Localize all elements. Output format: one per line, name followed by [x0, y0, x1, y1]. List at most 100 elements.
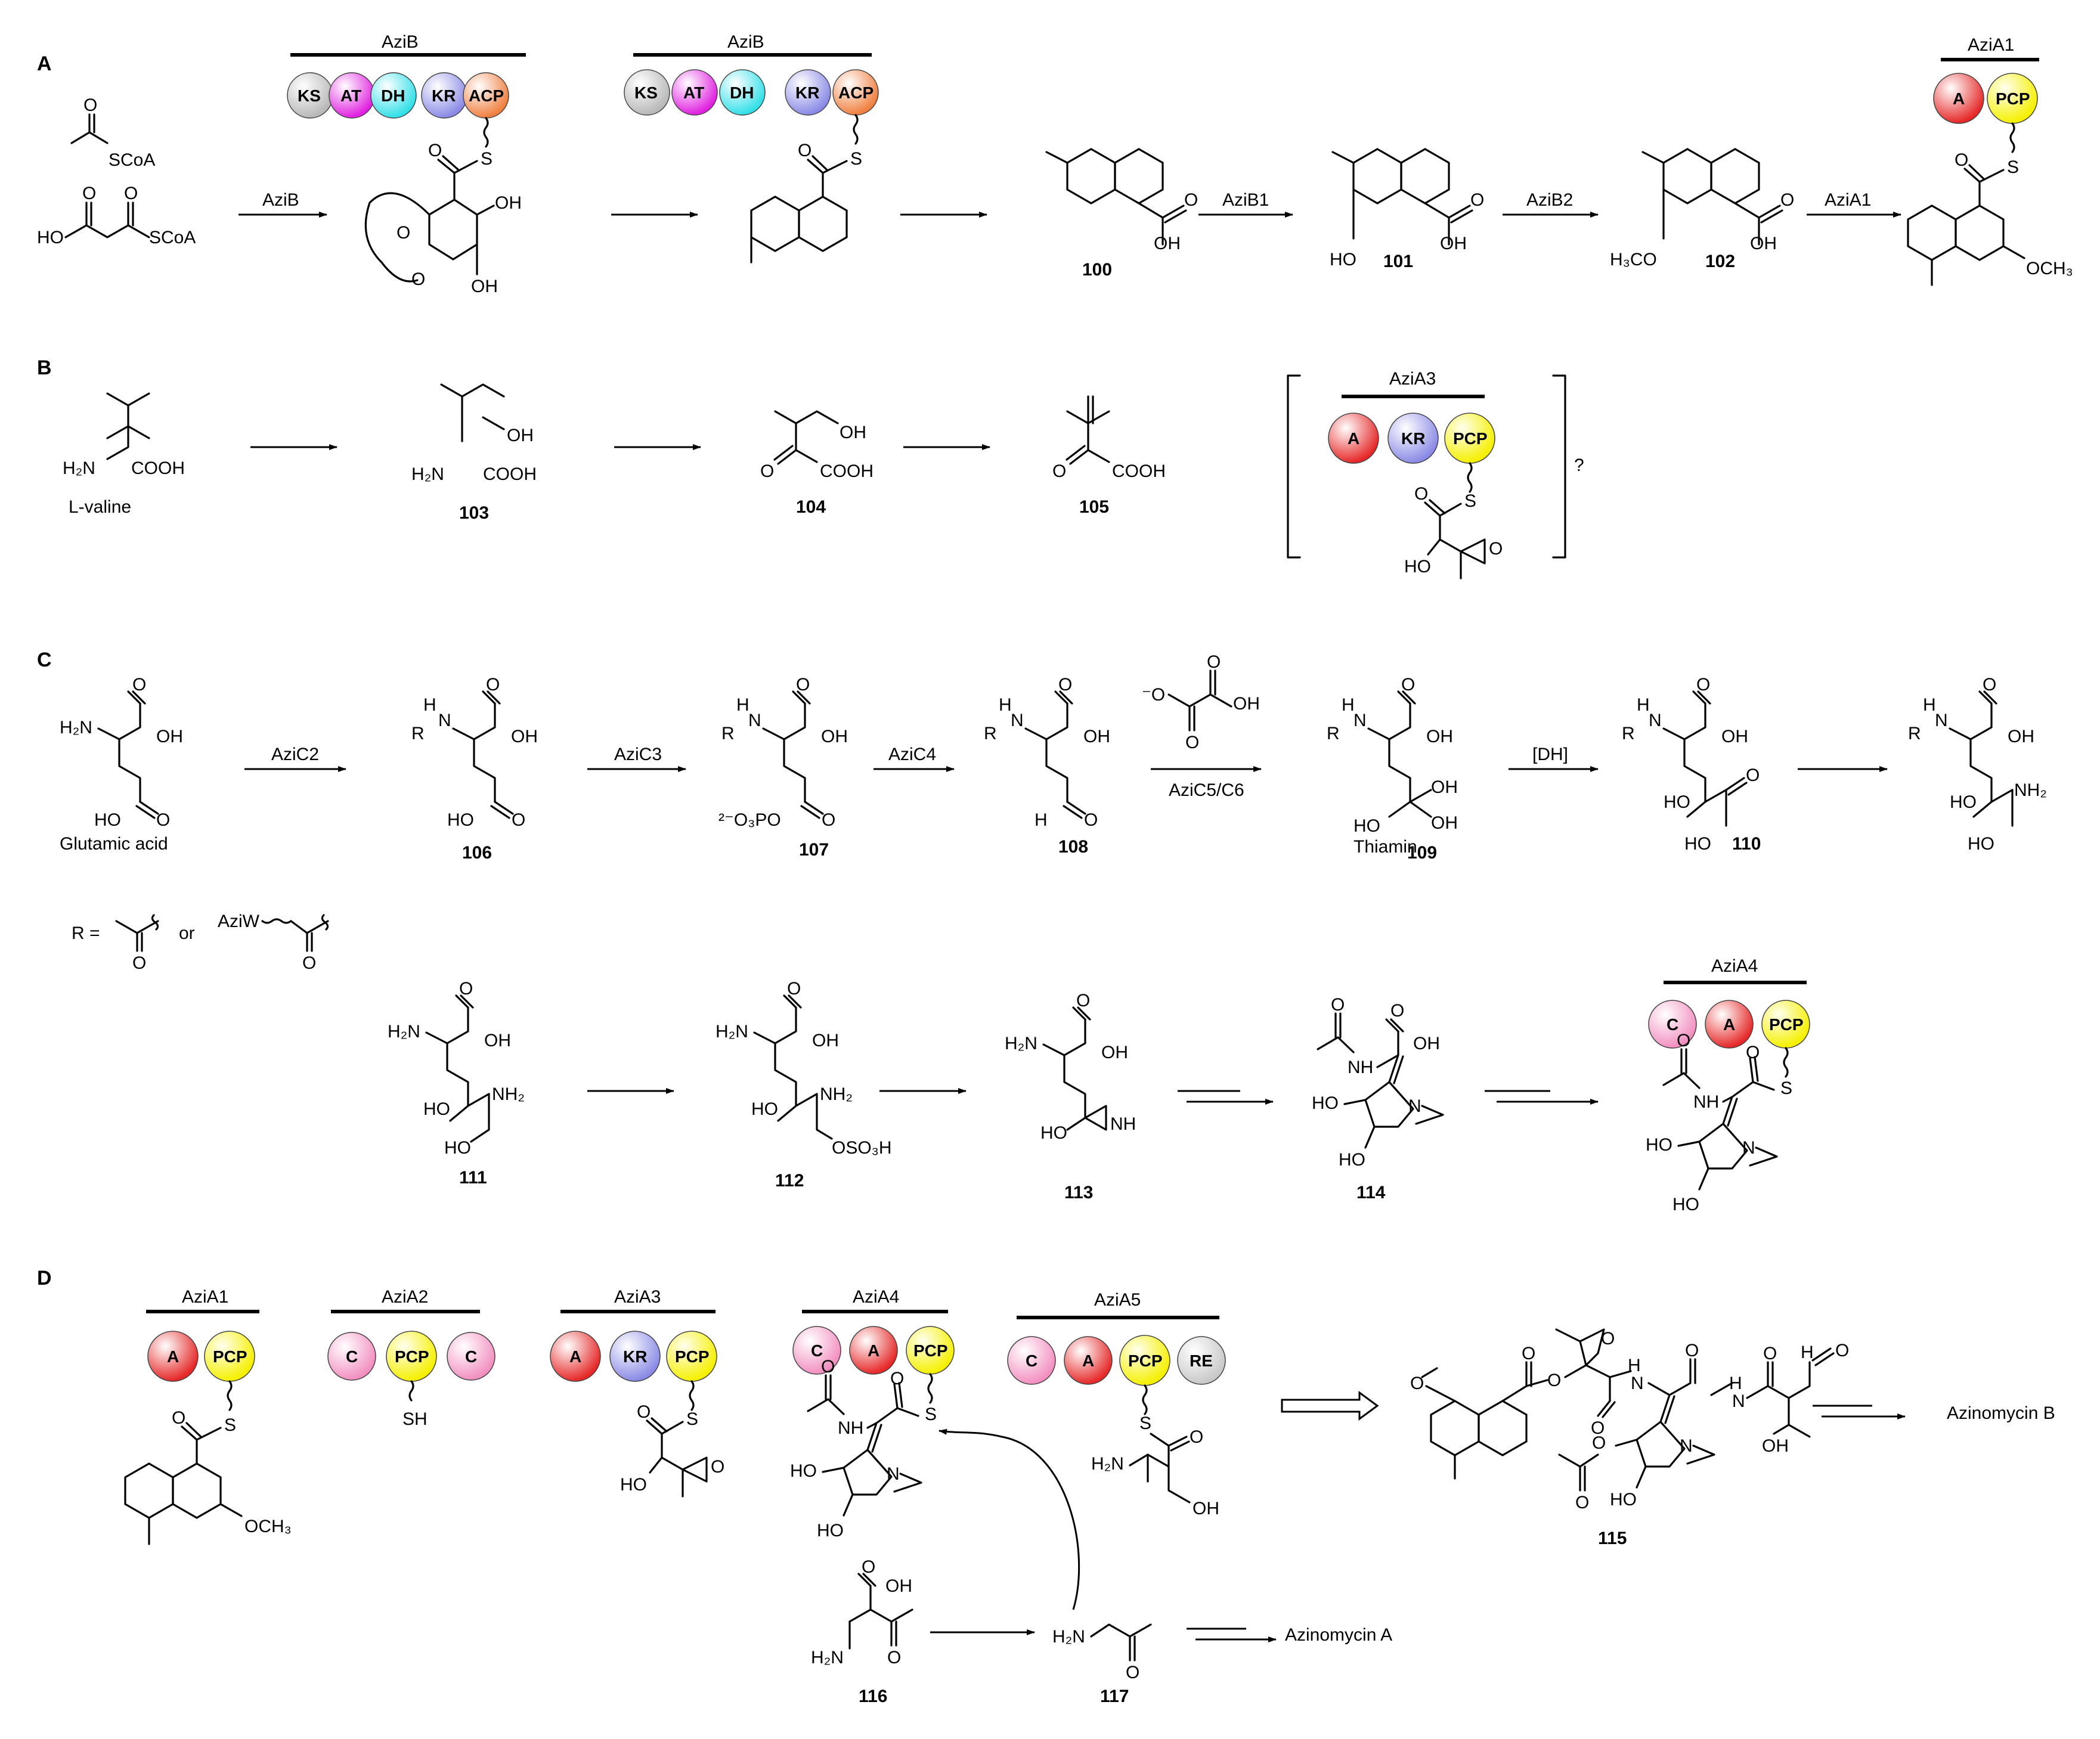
svg-text:HO: HO — [1684, 834, 1711, 854]
azia2-module: AziA2 C PCP C SH — [327, 1287, 495, 1429]
svg-text:COOH: COOH — [131, 458, 185, 478]
svg-text:PCP: PCP — [395, 1347, 429, 1366]
svg-text:⁻O: ⁻O — [1142, 685, 1165, 705]
svg-text:O: O — [82, 184, 96, 203]
svg-text:S: S — [481, 149, 493, 169]
svg-text:HO: HO — [1664, 792, 1690, 812]
svg-text:O: O — [1955, 150, 1968, 170]
l-valine: H₂N COOH L-valine — [63, 392, 185, 517]
azia4-module-d: AziA4 C A PCP S O O NH N HO HO — [790, 1287, 955, 1540]
svg-text:Thiamin: Thiamin — [1353, 837, 1417, 857]
svg-text:C: C — [811, 1341, 823, 1360]
svg-text:OH: OH — [1762, 1436, 1789, 1456]
svg-text:H: H — [1342, 695, 1355, 715]
svg-text:O: O — [1547, 1371, 1561, 1390]
panel-d: D AziA1 A PCP S O OCH₃ AziA2 C PCP C SH … — [37, 1267, 2055, 1706]
svg-text:AT: AT — [683, 83, 704, 102]
svg-text:O: O — [1763, 1344, 1777, 1363]
svg-text:OH: OH — [1101, 1043, 1128, 1062]
svg-text:H₃CO: H₃CO — [1610, 250, 1657, 269]
svg-text:PCP: PCP — [913, 1341, 948, 1360]
svg-text:S: S — [686, 1409, 698, 1429]
svg-text:R: R — [984, 724, 997, 743]
svg-text:104: 104 — [796, 497, 826, 517]
svg-text:N: N — [1935, 711, 1948, 730]
azia1-module-d: AziA1 A PCP S O OCH₃ — [124, 1287, 292, 1545]
compound-104: O COOH OH 104 — [760, 410, 874, 517]
svg-text:115: 115 — [1598, 1529, 1627, 1548]
svg-text:D: D — [37, 1267, 52, 1289]
svg-text:O: O — [1410, 1374, 1424, 1393]
svg-text:HO: HO — [94, 810, 121, 830]
svg-text:S: S — [850, 149, 862, 169]
svg-text:AziB2: AziB2 — [1526, 190, 1573, 210]
svg-text:HO: HO — [447, 810, 474, 830]
svg-text:OH: OH — [1440, 234, 1467, 253]
svg-text:H₂N: H₂N — [716, 1022, 748, 1041]
svg-text:DH: DH — [381, 86, 405, 105]
svg-text:O: O — [124, 184, 138, 203]
svg-text:OH: OH — [812, 1031, 839, 1050]
svg-text:HO: HO — [620, 1475, 647, 1495]
svg-text:H₂N: H₂N — [60, 718, 92, 737]
svg-text:NH: NH — [1348, 1058, 1373, 1077]
svg-text:H₂N: H₂N — [388, 1022, 420, 1041]
svg-text:NH: NH — [838, 1418, 863, 1438]
svg-text:AziA1: AziA1 — [182, 1287, 228, 1307]
svg-text:O: O — [512, 810, 525, 830]
svg-text:AziA1: AziA1 — [1825, 190, 1871, 210]
svg-text:OH: OH — [495, 193, 522, 213]
svg-text:AziC5/C6: AziC5/C6 — [1169, 780, 1244, 800]
svg-text:O: O — [1746, 1043, 1760, 1062]
svg-text:O: O — [796, 675, 810, 695]
svg-text:HO: HO — [1404, 557, 1431, 576]
svg-text:COOH: COOH — [1112, 461, 1166, 481]
svg-text:O: O — [862, 1557, 875, 1577]
compound-108: R H N O OH O H 108 — [984, 675, 1110, 857]
svg-text:²⁻O₃PO: ²⁻O₃PO — [718, 810, 781, 830]
svg-text:HO: HO — [790, 1461, 817, 1481]
svg-text:O: O — [1677, 1031, 1690, 1050]
svg-text:C: C — [37, 649, 52, 671]
svg-text:C: C — [1026, 1351, 1037, 1370]
compound-100: O OH 100 — [1045, 148, 1198, 280]
svg-text:100: 100 — [1082, 260, 1112, 280]
azib-module-1: AziB KS AT DH KR ACP S O OH OH O O — [287, 32, 526, 296]
hollow-arrow — [1281, 1391, 1379, 1421]
svg-text:DH: DH — [730, 83, 754, 102]
svg-text:HO: HO — [1330, 250, 1356, 269]
svg-text:O: O — [1780, 190, 1794, 210]
svg-text:NH: NH — [1693, 1092, 1719, 1112]
svg-text:H: H — [1637, 695, 1650, 715]
svg-text:O: O — [1126, 1663, 1139, 1682]
svg-text:O: O — [1522, 1344, 1535, 1363]
svg-text:N: N — [1742, 1138, 1755, 1158]
svg-text:O: O — [1685, 1341, 1699, 1360]
svg-text:S: S — [925, 1405, 937, 1424]
compound-102: H₃CO O OH 102 — [1610, 148, 1794, 271]
svg-text:113: 113 — [1064, 1183, 1093, 1202]
svg-text:H: H — [736, 695, 749, 715]
svg-text:H₂N: H₂N — [1091, 1454, 1124, 1474]
svg-text:ACP: ACP — [469, 86, 504, 105]
svg-text:AziA1: AziA1 — [1968, 35, 2014, 55]
svg-text:OH: OH — [156, 727, 183, 746]
azia3-bracket-species: AziA3 A KR PCP S O HO O ? — [1287, 369, 1584, 579]
svg-text:S: S — [1464, 491, 1476, 511]
svg-text:AziA4: AziA4 — [853, 1287, 899, 1307]
svg-text:OH: OH — [1426, 727, 1453, 746]
svg-text:O: O — [1084, 810, 1098, 830]
svg-text:O: O — [1601, 1329, 1615, 1349]
azia4-loaded-c: AziA4 C A PCP S O O NH N HO HO — [1646, 956, 1810, 1214]
svg-text:111: 111 — [459, 1168, 487, 1188]
svg-text:A: A — [868, 1341, 879, 1360]
svg-text:O: O — [760, 461, 774, 481]
svg-text:COOH: COOH — [483, 464, 537, 484]
domain-dh — [370, 72, 417, 119]
svg-text:R: R — [1327, 724, 1340, 743]
svg-text:110: 110 — [1732, 834, 1761, 854]
svg-text:RE: RE — [1190, 1351, 1213, 1370]
svg-text:KR: KR — [1401, 429, 1425, 448]
svg-text:ACP: ACP — [838, 83, 874, 102]
azia3-module-d: AziA3 A KR PCP S O HO O — [550, 1287, 724, 1498]
